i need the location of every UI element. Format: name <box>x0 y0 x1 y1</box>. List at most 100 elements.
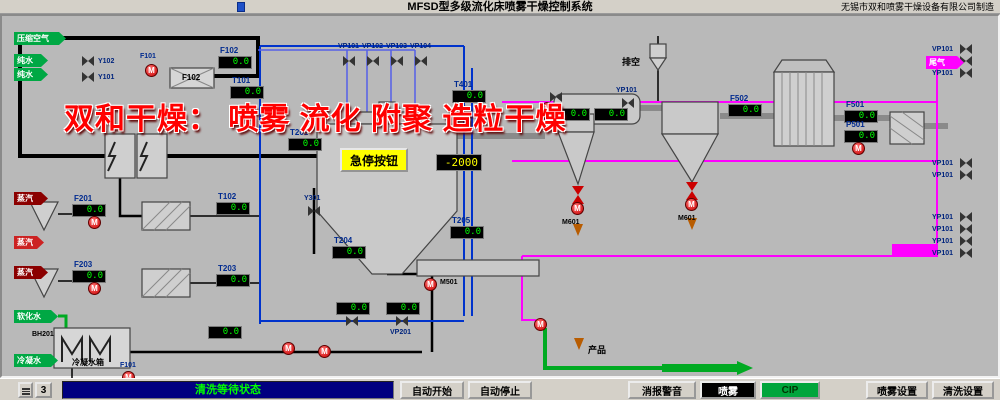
instrument-tag: T203 <box>218 264 237 273</box>
pump-icon[interactable]: M <box>88 282 101 295</box>
auto-stop-button[interactable]: 自动停止 <box>468 381 532 399</box>
valve-label: VP103 <box>386 43 408 50</box>
valve-icon[interactable] <box>960 158 973 168</box>
flow-source-label: 纯水 <box>14 68 48 81</box>
pump-icon[interactable]: M <box>88 216 101 229</box>
pump-icon[interactable]: M <box>685 198 698 211</box>
flow-source-label: 软化水 <box>14 310 58 323</box>
instrument-tag: F203 <box>74 260 93 269</box>
instrument-tag: T201 <box>290 128 309 137</box>
instrument-tag: T401 <box>454 80 473 89</box>
valve-icon[interactable] <box>346 316 359 326</box>
pump-icon[interactable]: M <box>541 102 554 115</box>
valve-icon[interactable] <box>960 248 973 258</box>
status-display: 清洗等待状态 <box>62 381 394 399</box>
instrument-display: 0.0 <box>336 302 370 315</box>
instrument-tag: P501 <box>846 120 865 129</box>
static-text: M601 <box>678 215 696 222</box>
valve-label: VP101 <box>338 43 360 50</box>
valve-icon[interactable] <box>960 236 973 246</box>
instrument-tag: F501 <box>846 100 865 109</box>
valve-icon[interactable] <box>308 206 321 216</box>
clean-settings-button[interactable]: 清洗设置 <box>932 381 994 399</box>
valve-label: VP102 <box>362 43 384 50</box>
valve-label: YP101 <box>932 70 954 77</box>
pump-icon[interactable]: M <box>318 345 331 358</box>
flow-source-label: 蒸汽 <box>14 236 44 249</box>
spray-settings-button[interactable]: 喷雾设置 <box>866 381 928 399</box>
static-text: F101 <box>140 53 156 60</box>
instrument-display: 0.0 <box>728 104 762 117</box>
spray-button[interactable]: 喷雾 <box>700 381 756 399</box>
valve-icon[interactable] <box>960 44 973 54</box>
pump-icon[interactable]: M <box>424 278 437 291</box>
instrument-display: 0.0 <box>72 270 106 283</box>
pump-icon[interactable]: M <box>282 342 295 355</box>
app-icon <box>237 2 245 12</box>
pump-icon[interactable]: M <box>534 318 547 331</box>
instrument-display: 0.0 <box>208 326 242 339</box>
menu-icon <box>21 387 30 395</box>
valve-label: YP101 <box>932 238 954 245</box>
valve-icon[interactable] <box>367 56 380 66</box>
valve-label: VP101 <box>932 46 954 53</box>
valve-icon[interactable] <box>82 72 95 82</box>
valve-icon[interactable] <box>343 56 356 66</box>
pump-icon[interactable]: M <box>571 202 584 215</box>
instrument-display: 0.0 <box>72 204 106 217</box>
valve-icon[interactable] <box>960 224 973 234</box>
valve-label: VP104 <box>410 43 432 50</box>
cip-button[interactable]: CIP <box>760 381 820 399</box>
instrument-display: 0.0 <box>594 108 628 121</box>
instrument-display: 0.0 <box>216 274 250 287</box>
static-text: F102 <box>182 73 201 82</box>
flow-source-label: 纯水 <box>14 54 48 67</box>
instrument-display: 0.0 <box>844 130 878 143</box>
flow-source-label: 压缩空气 <box>14 32 66 45</box>
manufacturer-label: 无锡市双和喷雾干燥设备有限公司制造 <box>840 2 994 12</box>
instrument-display: 0.0 <box>218 56 252 69</box>
instrument-display: 0.0 <box>216 202 250 215</box>
valve-label: Y102 <box>98 58 115 65</box>
valve-icon[interactable] <box>960 56 973 66</box>
static-text: 产品 <box>588 345 607 355</box>
menu-button[interactable] <box>18 382 33 398</box>
valve-label: VP101 <box>932 226 954 233</box>
pump-icon[interactable]: M <box>852 142 865 155</box>
valve-label: VP101 <box>932 250 954 257</box>
valve-label: VP101 <box>932 160 954 167</box>
valve-icon[interactable] <box>960 170 973 180</box>
pump-icon[interactable]: M <box>145 64 158 77</box>
auto-start-button[interactable]: 自动开始 <box>400 381 464 399</box>
flow-source-label: 尾气 <box>926 56 964 69</box>
valve-icon[interactable] <box>415 56 428 66</box>
instrument-display: 0.0 <box>332 246 366 259</box>
valve-icon[interactable] <box>550 92 563 102</box>
valve-label: Y101 <box>98 74 115 81</box>
valve-label: YP101 <box>616 87 638 94</box>
title-bar: MFSD型多级流化床喷雾干燥控制系统 无锡市双和喷雾干燥设备有限公司制造 <box>0 0 1000 14</box>
instrument-tag: T204 <box>334 236 353 245</box>
instrument-display: 0.0 <box>386 302 420 315</box>
instrument-tag: T101 <box>232 76 251 85</box>
static-text: M501 <box>440 279 458 286</box>
static-text: 排空 <box>622 57 641 67</box>
mute-alarm-button[interactable]: 消报警音 <box>628 381 696 399</box>
flow-source-label: 蒸汽 <box>14 192 48 205</box>
valve-icon[interactable] <box>82 56 95 66</box>
static-text: F101 <box>120 362 136 369</box>
valve-icon[interactable] <box>960 212 973 222</box>
instrument-tag: T102 <box>218 192 237 201</box>
valve-icon[interactable] <box>960 68 973 78</box>
valve-icon[interactable] <box>391 56 404 66</box>
instrument-display: 0.0 <box>556 108 590 121</box>
static-text: 冷凝水箱 <box>72 358 104 367</box>
valve-icon[interactable] <box>622 98 635 108</box>
page-number-button[interactable]: 3 <box>35 382 52 398</box>
valve-icon[interactable] <box>396 316 409 326</box>
